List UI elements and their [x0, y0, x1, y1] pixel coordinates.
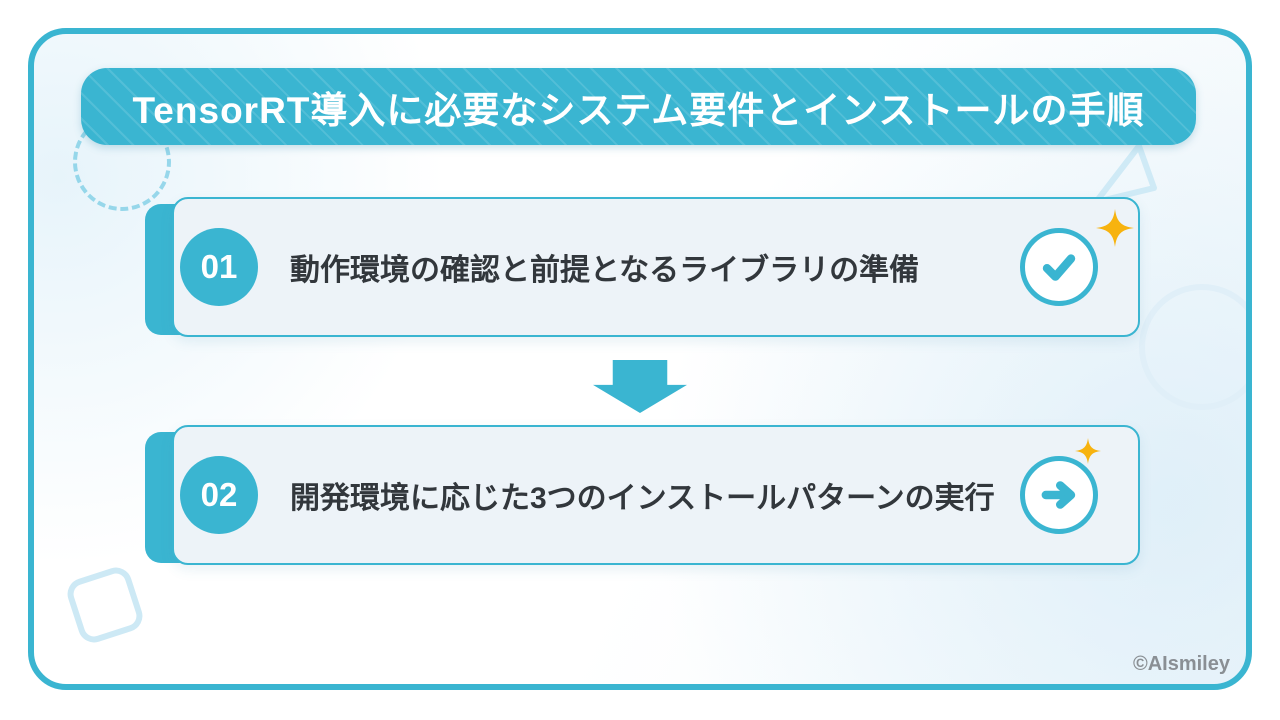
copyright-label: ©AIsmiley — [1132, 653, 1230, 675]
check-icon — [1020, 228, 1098, 306]
triangle-decor — [1093, 143, 1157, 205]
content-frame: TensorRT導入に必要なシステム要件とインストールの手順 01 動作環境の確… — [28, 28, 1252, 690]
step-2-card: 02 開発環境に応じた3つのインストールパターンの実行 — [172, 425, 1140, 565]
step-2-number-badge: 02 — [180, 456, 258, 534]
step-1-card: 01 動作環境の確認と前提となるライブラリの準備 — [172, 197, 1140, 337]
arrow-right-icon — [1020, 456, 1098, 534]
step-2-label: 開発環境に応じた3つのインストールパターンの実行 — [290, 482, 995, 515]
circle-outline-decor — [1139, 284, 1246, 410]
down-arrow-icon — [593, 360, 687, 413]
sparkle-icon — [1075, 438, 1101, 464]
step-row-2: 02 開発環境に応じた3つのインストールパターンの実行 — [145, 425, 1140, 565]
step-row-1: 01 動作環境の確認と前提となるライブラリの準備 — [145, 197, 1140, 337]
step-1-number-badge: 01 — [180, 228, 258, 306]
sparkle-icon — [1096, 209, 1134, 247]
page-title: TensorRT導入に必要なシステム要件とインストールの手順 — [132, 89, 1145, 131]
tilted-square-decor — [63, 563, 147, 647]
header-banner: TensorRT導入に必要なシステム要件とインストールの手順 — [81, 68, 1196, 145]
step-1-label: 動作環境の確認と前提となるライブラリの準備 — [290, 254, 920, 287]
